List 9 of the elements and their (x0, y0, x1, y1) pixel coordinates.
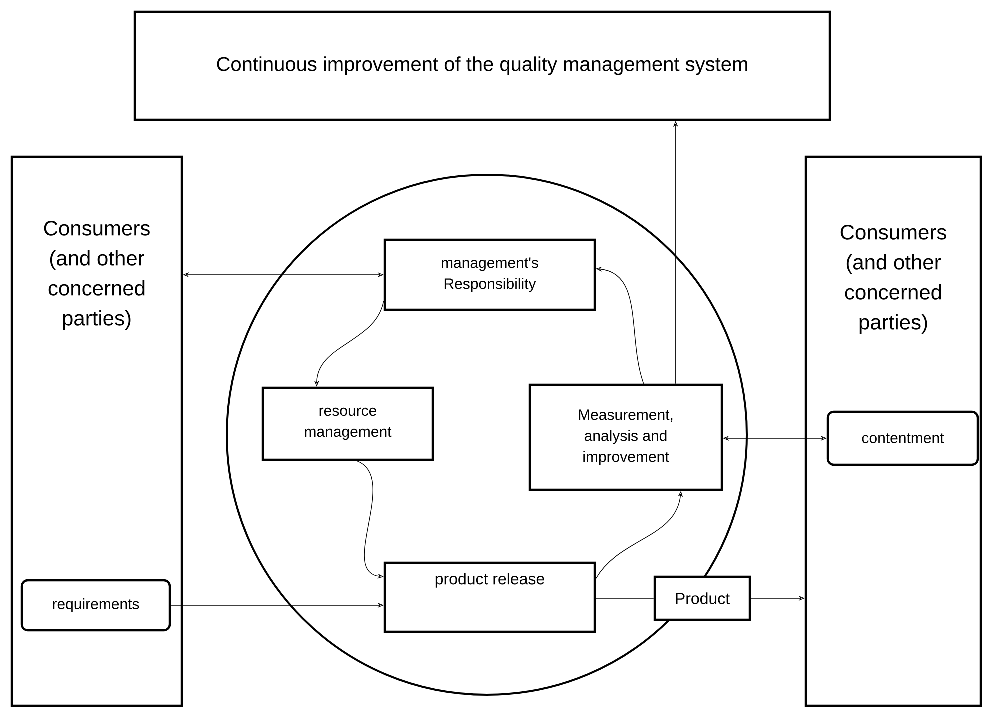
process-box: product release (384, 562, 596, 634)
process-box: Continuous improvement of the quality management system (134, 10, 832, 122)
process-box: resource management (262, 386, 434, 462)
rounded-box: requirements (20, 579, 172, 632)
rounded-box: contentment (826, 410, 980, 466)
process-box: Product (654, 576, 752, 622)
process-box: Measurement, analysis and improvement (528, 384, 724, 492)
process-box: management's Responsibility (384, 238, 596, 312)
circle (226, 174, 748, 696)
